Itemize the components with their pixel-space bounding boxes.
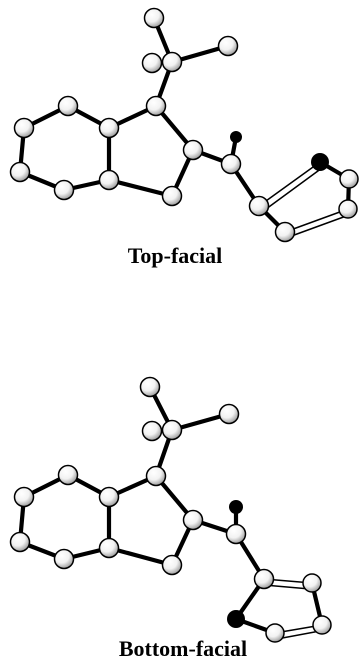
carbon-atom bbox=[98, 117, 120, 139]
carbon-atom bbox=[57, 464, 79, 486]
bond-double bbox=[285, 214, 350, 239]
carbon-atom bbox=[9, 531, 31, 553]
carbon-atom bbox=[98, 537, 120, 559]
bond-double bbox=[276, 630, 321, 640]
carbon-atom bbox=[139, 376, 161, 398]
carbon-atom bbox=[57, 95, 79, 117]
hetero-atom bbox=[230, 131, 242, 143]
carbon-atom bbox=[182, 139, 204, 161]
hetero-atom bbox=[311, 153, 329, 171]
carbon-atom bbox=[338, 199, 358, 219]
carbon-atom bbox=[302, 573, 322, 593]
bottom-atoms bbox=[9, 376, 332, 643]
hetero-atom bbox=[229, 500, 243, 514]
carbon-atom bbox=[161, 51, 183, 73]
hetero-atom bbox=[227, 610, 245, 628]
carbon-atom bbox=[253, 568, 275, 590]
carbon-atom bbox=[98, 486, 120, 508]
carbon-atom bbox=[141, 52, 163, 74]
carbon-atom bbox=[225, 523, 247, 545]
carbon-atom bbox=[53, 548, 75, 570]
carbon-atom bbox=[161, 554, 183, 576]
carbon-atom bbox=[248, 195, 270, 217]
top-bonds bbox=[17, 15, 352, 239]
carbon-atom bbox=[13, 117, 35, 139]
carbon-atom bbox=[220, 153, 242, 175]
carbon-atom bbox=[161, 185, 183, 207]
carbon-atom bbox=[13, 486, 35, 508]
bottom-facial-panel: Bottom-facial bbox=[9, 376, 332, 660]
bond-double bbox=[261, 167, 323, 213]
carbon-atom bbox=[161, 419, 183, 441]
carbon-atom bbox=[274, 221, 296, 243]
bond bbox=[106, 177, 175, 199]
carbon-atom bbox=[98, 169, 120, 191]
bond bbox=[106, 545, 175, 568]
carbon-atom bbox=[145, 95, 167, 117]
carbon-atom bbox=[217, 35, 239, 57]
bond-double bbox=[258, 161, 321, 207]
top-facial-panel: Top-facial bbox=[9, 7, 359, 268]
carbon-atom bbox=[143, 7, 165, 29]
bottom-facial-label: Bottom-facial bbox=[119, 636, 247, 660]
carbon-atom bbox=[339, 169, 359, 189]
carbon-atom bbox=[141, 420, 163, 442]
carbon-atom bbox=[145, 465, 167, 487]
carbon-atom bbox=[312, 615, 332, 635]
carbon-atom bbox=[265, 623, 285, 643]
top-atoms bbox=[9, 7, 359, 243]
carbon-atom bbox=[182, 509, 204, 531]
carbon-atom bbox=[9, 161, 31, 183]
carbon-atom bbox=[218, 403, 240, 425]
carbon-atom bbox=[53, 179, 75, 201]
bond-double bbox=[284, 208, 349, 233]
top-facial-label: Top-facial bbox=[128, 243, 223, 268]
